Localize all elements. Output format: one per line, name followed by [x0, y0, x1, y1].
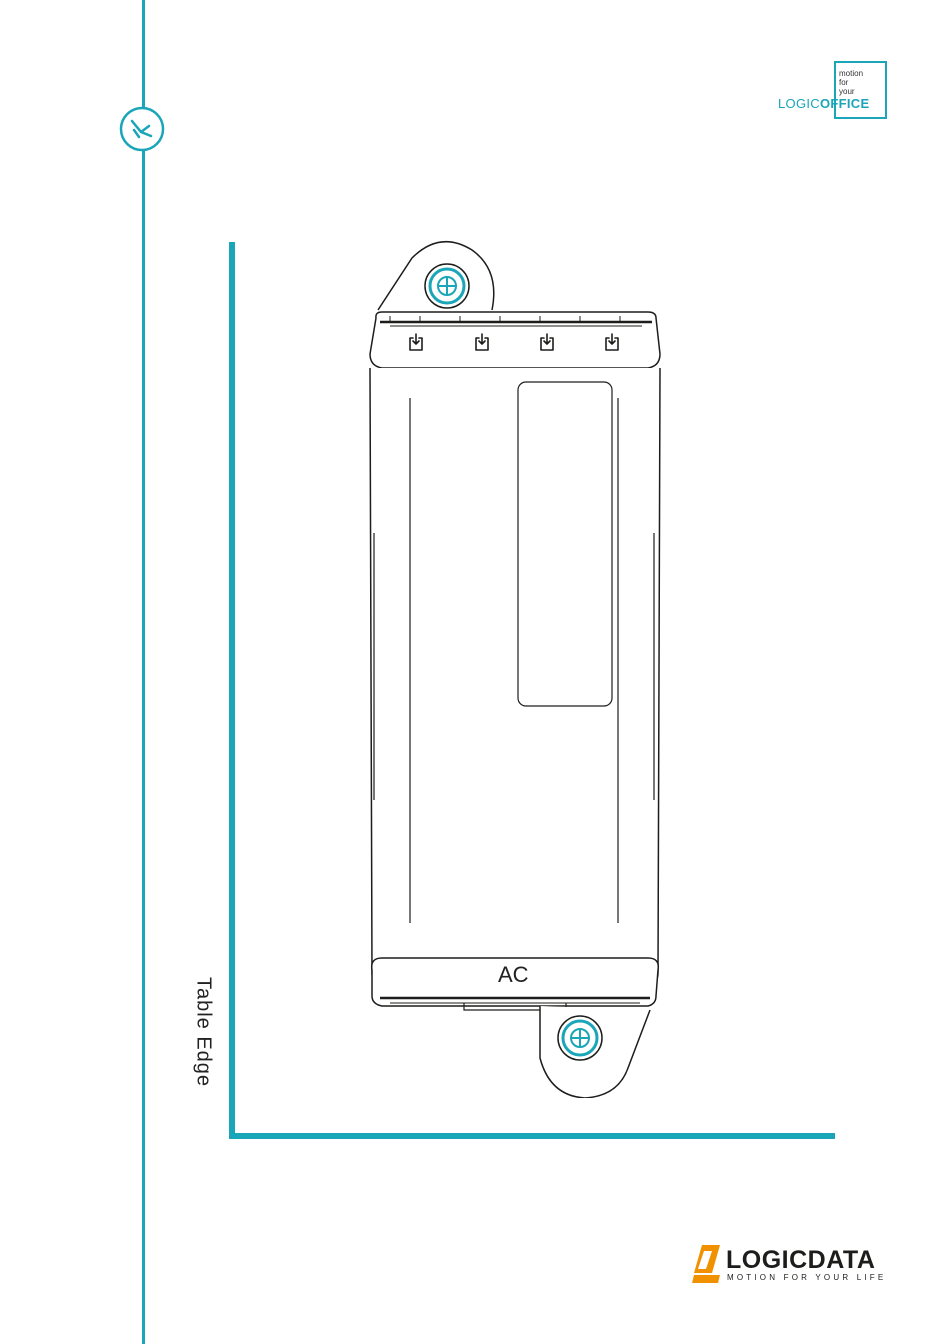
- table-edge-label: Table Edge: [192, 977, 215, 1087]
- logo-brand-light: LOGIC: [778, 96, 820, 111]
- logicdata-mark-icon: [692, 1245, 722, 1283]
- main-body: [370, 368, 660, 983]
- top-cap: [370, 312, 660, 368]
- logic-office-logo: motion for your LOGICOFFICE: [770, 60, 890, 122]
- table-edge-vertical-line: [229, 242, 235, 1139]
- logo-tagline-1: motion: [839, 70, 863, 78]
- logo-brand: LOGICOFFICE: [778, 96, 869, 111]
- bottom-screw-icon: [558, 1016, 602, 1060]
- chapter-icon: [117, 104, 167, 154]
- logicdata-wordmark: LOGICDATA: [726, 1246, 875, 1275]
- logo-brand-bold: OFFICE: [820, 96, 869, 111]
- page-spine-line: [142, 0, 145, 1344]
- logicdata-logo: LOGICDATA MOTION FOR YOUR LIFE: [692, 1245, 892, 1285]
- logo-tagline-2: for: [839, 79, 848, 87]
- table-edge-horizontal-line: [229, 1133, 835, 1139]
- device-label: AC: [498, 962, 529, 988]
- top-screw-icon: [425, 264, 469, 308]
- logo-tagline-3: your: [839, 88, 855, 96]
- logicdata-tagline: MOTION FOR YOUR LIFE: [727, 1273, 886, 1282]
